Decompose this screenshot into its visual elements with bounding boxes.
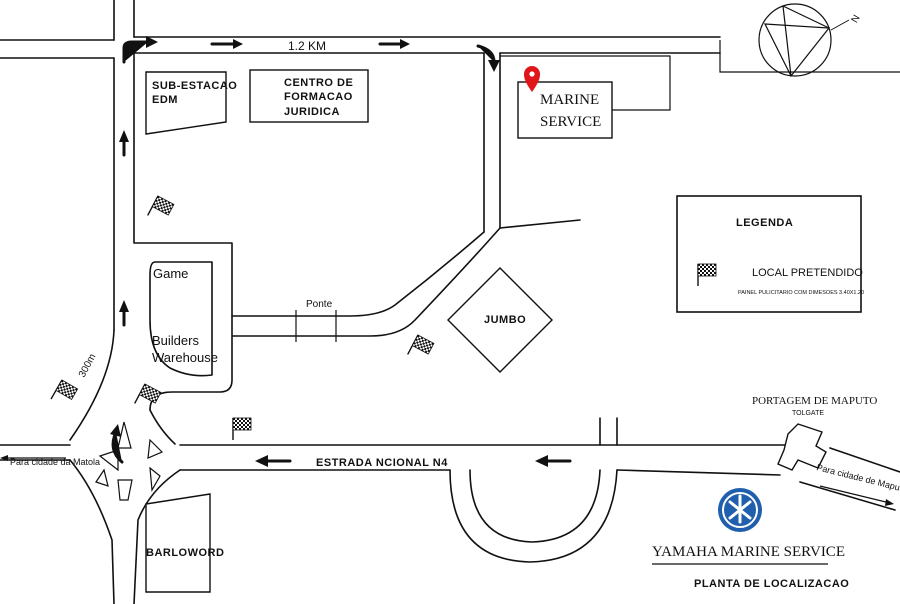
footer-brand: YAMAHA MARINE SERVICE: [652, 544, 845, 560]
flag-icon-center-left: [133, 383, 162, 413]
flag-icon-left: [50, 379, 79, 409]
svg-text:Builders: Builders: [152, 333, 199, 348]
building-builders-warehouse: Builders Warehouse: [152, 333, 218, 365]
svg-text:Para cidade da Matola: Para cidade da Matola: [10, 457, 100, 467]
svg-text:BARLOWORD: BARLOWORD: [146, 547, 224, 559]
svg-text:MARINE: MARINE: [540, 92, 599, 108]
svg-text:Warehouse: Warehouse: [152, 350, 218, 365]
svg-text:Game: Game: [153, 266, 188, 281]
ponte-label: Ponte: [306, 299, 333, 310]
building-marine-service: MARINE SERVICE: [517, 66, 613, 139]
building-centro-formacao: CENTRO DE FORMACAO JURIDICA: [249, 69, 369, 123]
footer-subtitle: PLANTA DE LOCALIZACAO: [694, 578, 849, 590]
svg-text:PORTAGEM DE MAPUTO: PORTAGEM DE MAPUTO: [752, 395, 877, 407]
compass-icon: N: [758, 3, 863, 78]
svg-text:CENTRO DE: CENTRO DE: [284, 77, 353, 89]
svg-text:LEGENDA: LEGENDA: [736, 217, 793, 229]
svg-text:JURIDICA: JURIDICA: [284, 106, 340, 118]
flag-icon-highway: [232, 417, 252, 441]
building-barloword: BARLOWORD: [145, 493, 224, 593]
location-pin-icon: [524, 66, 540, 92]
distance-label: 1.2 KM: [288, 39, 326, 53]
svg-text:PAINEL PULICITARIO COM DIMESOE: PAINEL PULICITARIO COM DIMESOES 3.40X1.2…: [738, 290, 864, 296]
direction-arrows: [110, 36, 572, 467]
legend-box: LEGENDA LOCAL PRETENDIDO PAINEL PULICITA…: [676, 195, 864, 313]
road-n4-label: ESTRADA NCIONAL N4: [316, 457, 448, 469]
svg-text:LOCAL PRETENDIDO: LOCAL PRETENDIDO: [752, 267, 863, 279]
svg-text:TOLGATE: TOLGATE: [792, 410, 824, 417]
svg-text:FORMACAO: FORMACAO: [284, 91, 353, 103]
building-subestacao: SUB-ESTACAO EDM: [145, 71, 237, 135]
svg-text:EDM: EDM: [152, 94, 178, 106]
svg-text:N: N: [850, 13, 863, 25]
flag-icon-jumbo: [406, 334, 435, 364]
svg-text:SUB-ESTACAO: SUB-ESTACAO: [152, 80, 237, 92]
flag-icon-top-left: [146, 195, 175, 225]
yamaha-logo-icon: [718, 488, 762, 532]
matola-direction: Para cidade da Matola: [0, 455, 100, 467]
svg-text:SERVICE: SERVICE: [540, 114, 601, 130]
portagem-tollgate: PORTAGEM DE MAPUTO TOLGATE: [752, 395, 877, 471]
distance-300-label: 300m: [77, 352, 98, 379]
svg-text:JUMBO: JUMBO: [484, 314, 526, 326]
building-game: Game: [153, 266, 188, 281]
building-jumbo: JUMBO: [447, 267, 553, 373]
